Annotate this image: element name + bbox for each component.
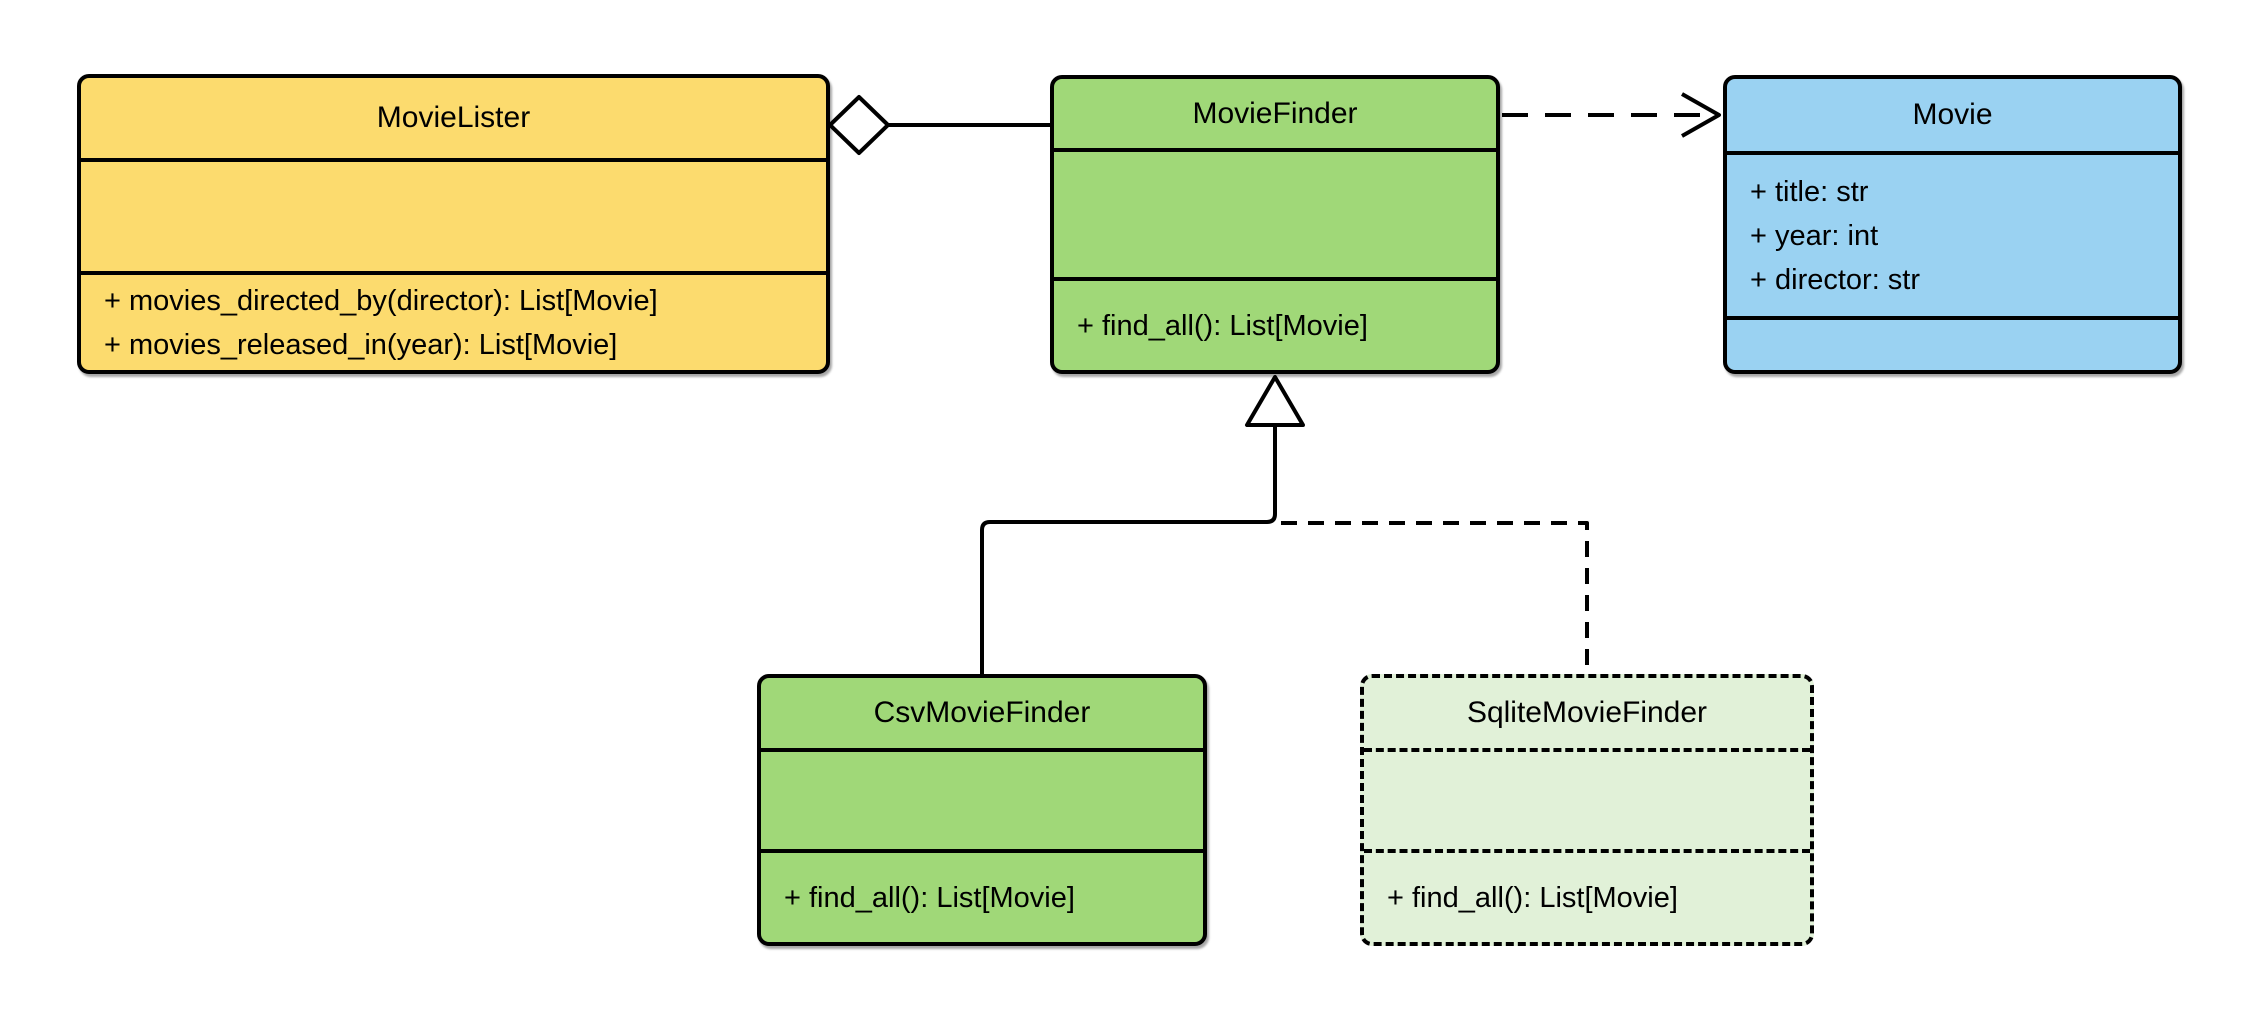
class-movie-methods-section	[1727, 316, 2178, 370]
class-movie-name: Movie	[1912, 98, 1993, 131]
attribute-row: + title: str	[1750, 175, 1869, 208]
hollow-diamond-icon	[828, 95, 890, 155]
class-movie: Movie + title: str + year: int + directo…	[1723, 75, 2182, 374]
method-row: + find_all(): List[Movie]	[1077, 309, 1368, 342]
generalization-line	[980, 426, 1277, 676]
realization-dashed-line	[1281, 521, 1589, 676]
class-csvmoviefinder-name: CsvMovieFinder	[873, 696, 1091, 729]
class-movielister: MovieLister + movies_directed_by(directo…	[77, 74, 830, 374]
class-csvmoviefinder-attributes-section	[761, 748, 1203, 849]
attribute-row: + year: int	[1750, 219, 1879, 252]
generalization-connector	[980, 375, 1305, 676]
method-row: + movies_directed_by(director): List[Mov…	[104, 284, 658, 317]
class-moviefinder-name: MovieFinder	[1192, 96, 1358, 130]
class-moviefinder-methods-section: + find_all(): List[Movie]	[1054, 277, 1496, 370]
attribute-row: + director: str	[1750, 263, 1921, 296]
class-csvmoviefinder: CsvMovieFinder + find_all(): List[Movie]	[757, 674, 1207, 946]
class-movielister-methods-section: + movies_directed_by(director): List[Mov…	[81, 271, 826, 370]
class-moviefinder-attributes-section	[1054, 148, 1496, 277]
class-sqlitemoviefinder-methods-section: + find_all(): List[Movie]	[1364, 849, 1810, 942]
class-csvmoviefinder-methods-section: + find_all(): List[Movie]	[761, 849, 1203, 942]
method-row: + find_all(): List[Movie]	[784, 881, 1075, 914]
class-movie-attributes-section: + title: str + year: int + director: str	[1727, 151, 2178, 316]
class-sqlitemoviefinder-attributes-section	[1364, 748, 1810, 849]
method-row: + find_all(): List[Movie]	[1387, 881, 1678, 914]
dependency-connector	[1502, 92, 1721, 138]
open-arrowhead-icon	[1681, 92, 1721, 138]
class-moviefinder: MovieFinder + find_all(): List[Movie]	[1050, 75, 1500, 374]
realization-connector	[1281, 521, 1589, 676]
class-movielister-name: MovieLister	[376, 101, 531, 134]
class-sqlitemoviefinder-name: SqliteMovieFinder	[1466, 696, 1708, 729]
hollow-triangle-icon	[1245, 375, 1305, 427]
class-movielister-attributes-section	[81, 158, 826, 271]
class-sqlitemoviefinder: SqliteMovieFinder + find_all(): List[Mov…	[1360, 674, 1814, 946]
method-row: + movies_released_in(year): List[Movie]	[104, 328, 618, 361]
aggregation-connector	[828, 95, 1052, 155]
